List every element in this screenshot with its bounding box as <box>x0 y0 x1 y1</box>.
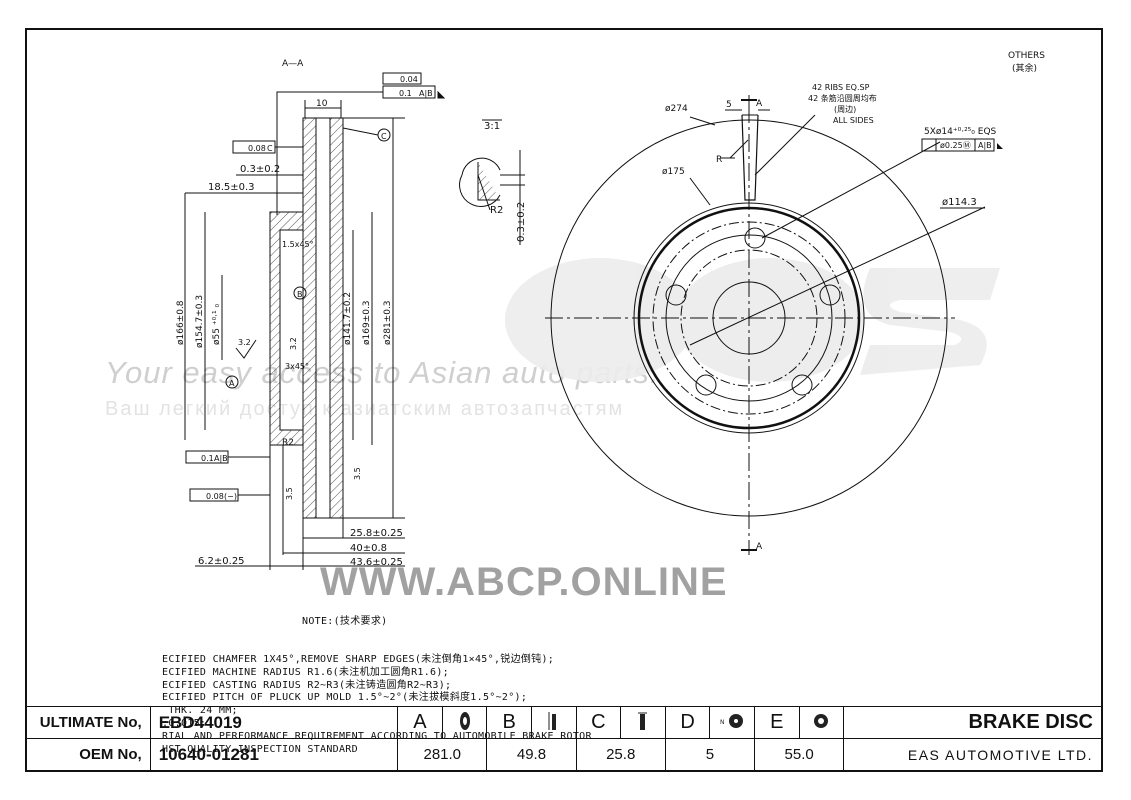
col-d-letter: D <box>664 706 711 739</box>
dim-40: 40±0.8 <box>350 543 387 554</box>
eas-logo-watermark <box>505 258 1000 382</box>
bottom-tol-1-ref: A|B <box>214 454 228 463</box>
chamfer-1-5: 1.5x45° <box>282 240 314 249</box>
dia-281: ø281±0.3 <box>383 300 393 345</box>
dia-154: ø154.7±0.3 <box>195 295 205 348</box>
col-a-letter: A <box>397 706 443 739</box>
roughness-3-5a: 3.5 <box>285 487 294 500</box>
dim-0-3: 0.3±0.2 <box>240 164 280 175</box>
col-c-letter: C <box>575 706 622 739</box>
dim-25-8: 25.8±0.25 <box>350 528 403 539</box>
roughness-3-2b: 3.2 <box>289 337 298 350</box>
bottom-tol-2: 0.08 <box>206 492 224 501</box>
dia-114: ø114.3 <box>942 197 977 208</box>
section-a-top: A <box>756 99 763 109</box>
col-c-value: 25.8 <box>575 738 666 771</box>
parallel-value: 0.08 <box>248 144 266 153</box>
ref-b: B <box>297 290 303 299</box>
dim-43-6: 43.6±0.25 <box>350 557 403 568</box>
disc-height-icon <box>530 706 577 739</box>
section-a-bottom: A <box>756 542 763 552</box>
roughness-3-5b: 3.5 <box>353 467 362 480</box>
parallel-ref: C <box>267 144 273 153</box>
others-label: OTHERS <box>1008 51 1045 61</box>
dia-55: ø55 ⁺⁰·¹ ₀ <box>212 303 222 345</box>
bottom-tol-2-ref: (−) <box>224 492 237 501</box>
watermark-tagline-sub: Ваш легкий доступ к азиатским автозапчас… <box>105 398 625 420</box>
ultimate-label: ULTIMATE No, <box>26 706 151 739</box>
dim-5: 5 <box>726 100 732 110</box>
dia-141: ø141.7±0.2 <box>343 292 353 345</box>
dim-6-2: 6.2±0.25 <box>198 556 245 567</box>
disc-face-icon <box>441 706 488 739</box>
r-label: R <box>716 155 722 165</box>
disc-front-view <box>545 95 986 555</box>
others-label-cn: (其余) <box>1012 62 1037 74</box>
col-b-value: 49.8 <box>486 738 577 771</box>
holes-tol-ref: A|B <box>978 141 992 150</box>
dia-169: ø169±0.3 <box>362 300 372 345</box>
detail-r2: R2 <box>490 205 503 216</box>
notes-title: NOTE:(技术要求) <box>302 615 388 627</box>
col-b-letter: B <box>486 706 532 739</box>
roughness-3-2a: 3.2 <box>238 338 251 347</box>
ultimate-value: EBD44019 <box>149 706 399 739</box>
section-label: A—A <box>282 59 304 69</box>
oem-value: 10640-01281 <box>149 738 399 771</box>
ribs-sides-cn: (周边) <box>834 104 856 114</box>
detail-scale: 3:1 <box>484 121 500 132</box>
watermark-url: WWW.ABCP.ONLINE <box>320 560 728 604</box>
ribs-cn: 42 条筋沿圆周均布 <box>808 93 877 103</box>
product-title: BRAKE DISC <box>843 706 1102 739</box>
holes-tol: ø0.25Ⓜ <box>940 141 971 150</box>
note-line: ECIFIED MACHINE RADIUS R1.6(未注机加工圆角R1.6)… <box>162 666 449 678</box>
note-line: ECIFIED PITCH OF PLUCK UP MOLD 1.5°~2°(未… <box>162 692 528 704</box>
company-name: EAS AUTOMOTIVE LTD. <box>843 738 1102 771</box>
bottom-tol-1: 0.1 <box>201 454 214 463</box>
detail-0-3: 0.3±0.2 <box>516 202 527 242</box>
col-e-letter: E <box>754 706 800 739</box>
drawing-frame <box>25 28 1103 772</box>
flatness-value: 0.04 <box>400 75 418 84</box>
title-block: ULTIMATE No, EBD44019 A B C D N E BRAKE … <box>26 706 1102 771</box>
chamfer-3: 3x45° <box>285 362 309 371</box>
bolt-count-icon: N <box>709 706 756 739</box>
dia-166: ø166±0.8 <box>176 300 186 345</box>
ribs-en: 42 RIBS EQ.SP <box>812 83 870 92</box>
oem-label: OEM No, <box>26 738 151 771</box>
runout-value: 0.1 <box>399 89 412 98</box>
flatness-frame <box>382 72 422 85</box>
ref-c: C <box>381 132 387 141</box>
dia-274: ø274 <box>665 104 688 114</box>
dia-175: ø175 <box>662 167 685 177</box>
col-a-value: 281.0 <box>397 738 488 771</box>
center-bore-icon <box>798 706 845 739</box>
svg-text:N: N <box>720 719 725 726</box>
disc-thickness-icon <box>620 706 666 739</box>
note-line: ECIFIED CASTING RADIUS R2~R3(未注铸造圆角R2~R3… <box>162 679 452 691</box>
detail-view <box>459 150 525 245</box>
disc-cross-section <box>269 117 344 519</box>
col-d-value: 5 <box>664 738 756 771</box>
col-e-value: 55.0 <box>754 738 845 771</box>
note-line: ECIFIED CHAMFER 1X45°,REMOVE SHARP EDGES… <box>162 653 555 665</box>
ref-a: A <box>229 379 235 388</box>
r2-label: R2 <box>282 438 294 448</box>
runout-ref: A|B <box>419 89 433 98</box>
dim-18-5: 18.5±0.3 <box>208 182 255 193</box>
ribs-sides: ALL SIDES <box>833 116 874 125</box>
dim-10: 10 <box>316 99 328 109</box>
holes-spec: 5Xø14⁺⁰·²⁵₀ EQS <box>924 127 997 137</box>
